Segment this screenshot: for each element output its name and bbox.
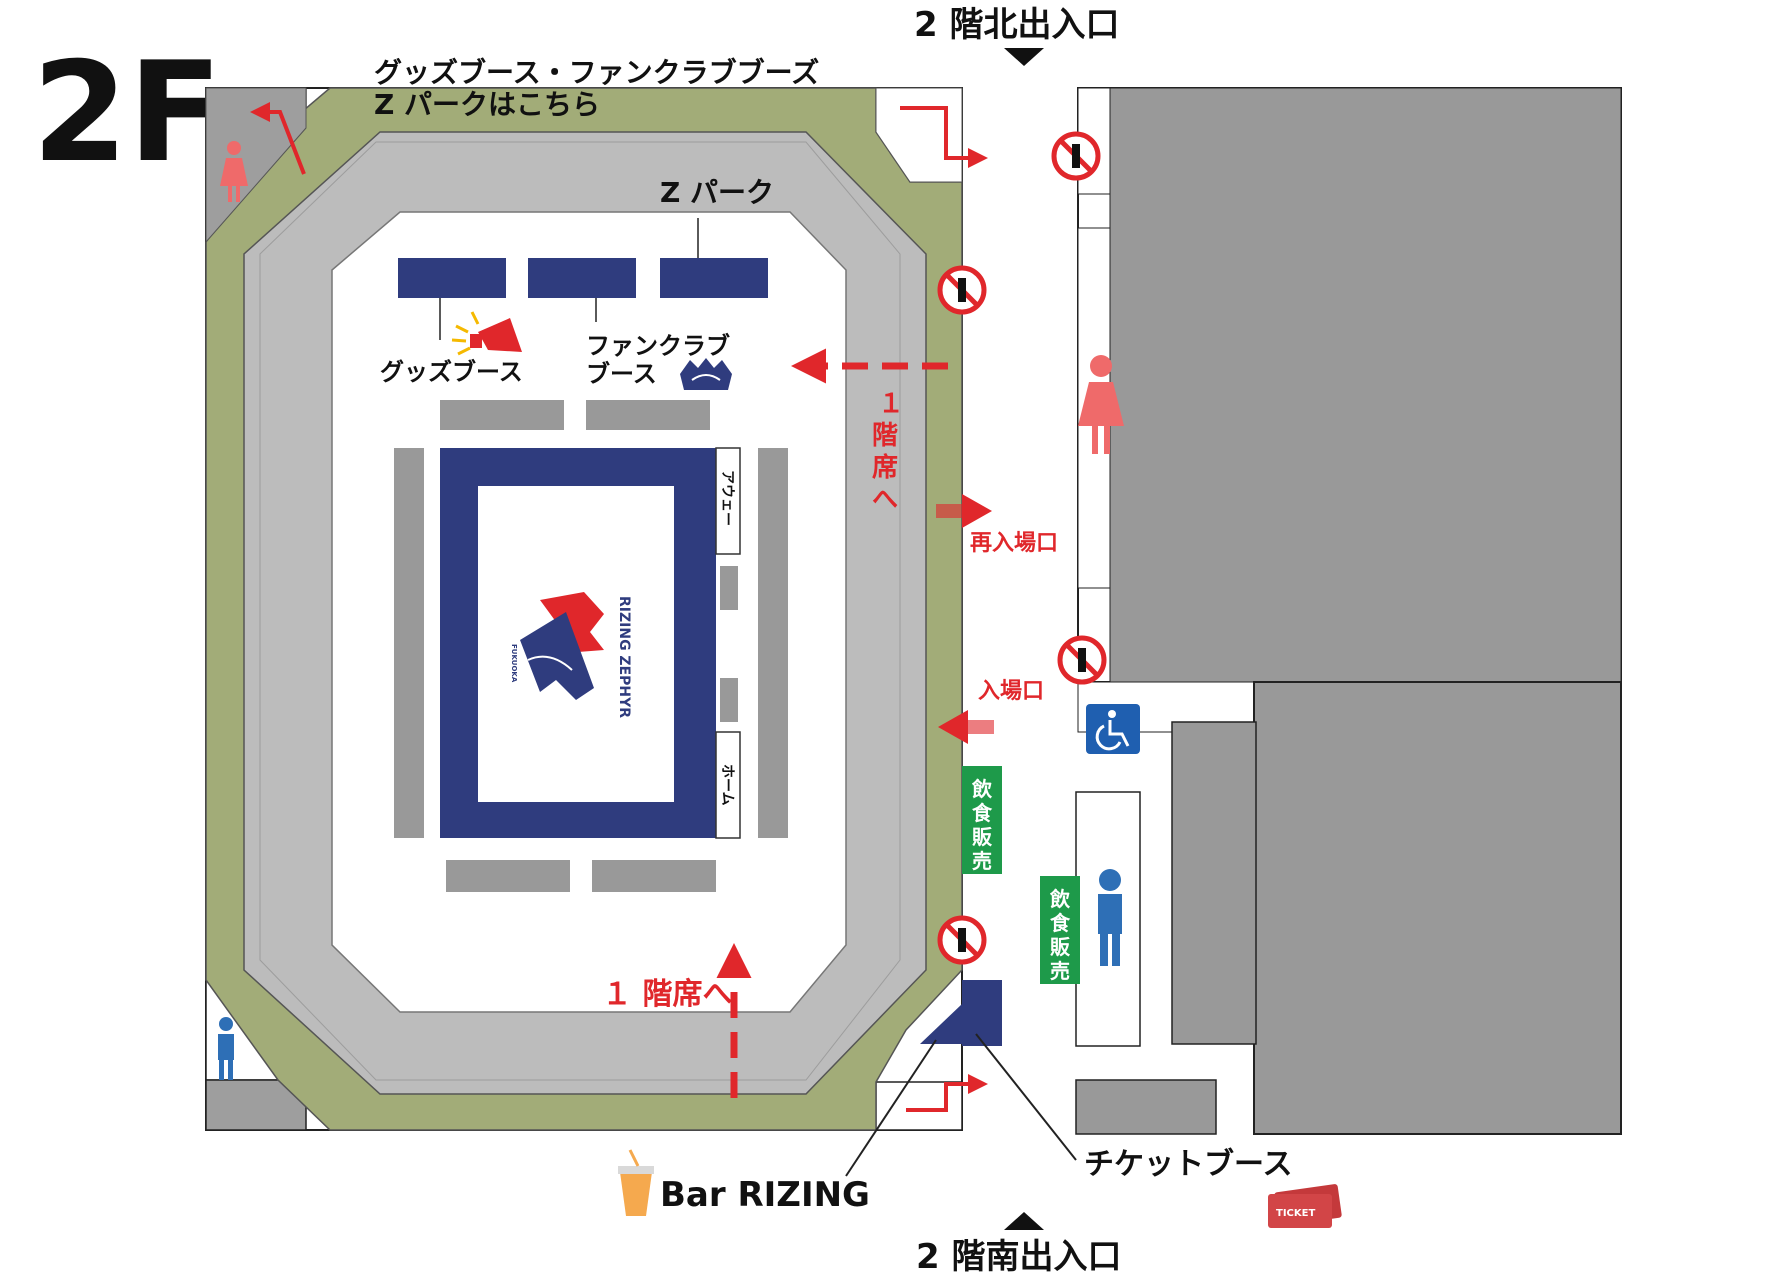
south-entrance-label: 2 階南出入口 [916,1237,1122,1275]
goods-booth-label: グッズブース [380,358,523,386]
corner-room-se [875,1081,963,1131]
bench-side-1 [720,566,738,610]
wheelchair-icon [1086,704,1140,754]
concourse-corner-ne [875,87,963,183]
booth-block-2 [528,258,636,298]
no-entry-icon [937,915,987,965]
food-sales-label-text: 飲食販売 [971,777,993,873]
entry-label: 入場口 [978,679,1044,704]
reentry-label: 再入場口 [970,531,1058,556]
seat-label-char-3: 席 [872,452,898,483]
concourse-corner-nw [205,87,307,244]
seat-label-char-1: １ [878,389,904,419]
away-label: アウェー [719,470,735,526]
no-entry-icon [1057,635,1107,685]
ticket-icon: TICKET [1268,1184,1342,1228]
male-restroom-icon [218,1017,234,1080]
east-block-bottom [1253,681,1622,1135]
booth-notice-line2: Z パークはこちら [374,88,600,121]
fanclub-booth-label-2: ブース [586,360,657,388]
to-first-floor-label: １ 階席へ [602,977,732,1012]
male-restroom-icon [1098,869,1122,966]
z-park-label: Z パーク [660,176,774,209]
female-restroom-icon [1078,355,1124,454]
ticket-booth-leader [975,1033,1077,1161]
east-block-mid [1171,721,1257,1045]
bench-top-left [440,400,564,430]
fanclub-emblem-icon [680,358,732,390]
bench-bottom-right [592,860,716,892]
booth-notice-line1: グッズブース・ファンクラブブーズ [374,56,819,89]
team-city-text: FUKUOKA [510,644,518,683]
home-box [715,731,741,839]
bar-block [920,1004,962,1044]
ne-exit-arrow [900,106,988,168]
bench-side-2 [720,678,738,722]
booth-block-1 [398,258,506,298]
away-box [715,447,741,555]
bench-bottom-left [446,860,570,892]
north-entrance-label: 2 階北出入口 [914,5,1120,45]
bench-left [394,448,424,838]
ticket-booth-label: チケットブース [1084,1147,1293,1182]
food-sales-sign-2 [1040,876,1080,984]
bar-leader [845,1039,937,1177]
north-entrance-marker [1004,48,1044,66]
no-entry-icon [937,265,987,315]
team-logo: RIZING ZEPHYR FUKUOKA [510,592,632,718]
female-restroom-icon [220,141,248,202]
bench-right [758,448,788,838]
seat-label-char-2: 階 [872,421,898,451]
reentry-arrow [936,494,992,528]
bench-top-right [586,400,710,430]
food-sales-sign-1 [962,766,1002,874]
entry-arrow [938,710,994,744]
food-sales-label-2: 飲食販売 [1049,887,1071,983]
drink-cup-icon [618,1149,654,1216]
booth-direction-arrow [250,102,306,175]
home-label: ホーム [719,764,735,806]
food-sales-label-text: 飲食販売 [1049,887,1071,983]
no-entry-icon [1051,131,1101,181]
east-bottom-block [1075,1079,1217,1135]
floor-label: 2F [32,32,222,193]
megaphone-icon [451,311,522,356]
stands-inner-line [259,141,901,1081]
team-name-text: RIZING ZEPHYR [616,596,632,718]
booth-block-3 [660,258,768,298]
se-exit-arrow [906,1074,988,1112]
south-entrance-marker [1004,1212,1044,1230]
seat-label-char-4: へ [872,485,898,515]
ticket-booth-block [962,980,1002,1046]
fanclub-booth-label-1: ファンクラブ [586,332,730,360]
bar-label: Bar RIZING [660,1175,870,1215]
ticket-icon-text: TICKET [1276,1208,1315,1219]
east-block-top [1109,87,1622,683]
to-first-floor-vertical-label: １ 階 席 へ [872,389,904,515]
food-sales-label-1: 飲食販売 [971,777,993,873]
